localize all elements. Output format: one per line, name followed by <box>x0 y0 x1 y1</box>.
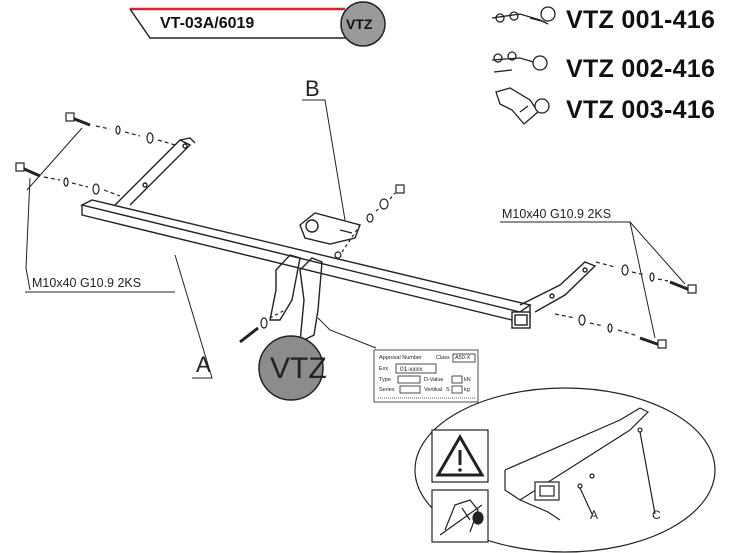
vtz-circle-label: VTZ <box>270 352 327 385</box>
header-tab <box>129 1 386 47</box>
plate-series: Series <box>379 387 395 393</box>
type-plate <box>317 317 479 403</box>
part-label-a: A <box>196 352 211 377</box>
variant-ref-3: VTZ 003-416 <box>566 96 716 124</box>
tow-ball-swan-neck-icon <box>495 87 550 125</box>
plate-vertical-unit: kg <box>464 387 470 393</box>
warning-sign-icon <box>431 429 489 483</box>
variant-ref-1: VTZ 001-416 <box>566 6 716 34</box>
bolts-right <box>500 221 697 349</box>
vtz-badge-icon <box>340 1 386 47</box>
plate-class: Class <box>436 355 450 361</box>
vtz-logo-icon <box>258 335 324 401</box>
plate-dvalue-unit: kN <box>464 377 471 383</box>
plate-approval: Approval Number <box>379 355 422 361</box>
lower-fastener <box>174 254 286 379</box>
plate-vertical: Vertikal <box>424 387 443 393</box>
bolts-left <box>15 112 176 293</box>
bolt-spec-right: M10x40 G10.9 2KS <box>502 207 612 221</box>
plate-exx-value: 01-xxxx <box>400 366 423 373</box>
plate-class-value: A50-X <box>455 355 471 361</box>
vtz-badge-label: VTZ <box>346 16 373 32</box>
tow-ball-bolted-icon <box>491 6 556 25</box>
detail-view <box>414 387 716 553</box>
plate-exx: Exx <box>379 366 389 372</box>
part-label-b: B <box>305 76 320 101</box>
detail-label-a: A <box>590 508 599 522</box>
plate-vertical-s: S <box>446 387 450 393</box>
cross-beam <box>79 137 597 344</box>
detail-label-c: C <box>652 508 661 522</box>
variant-ref-2: VTZ 002-416 <box>566 55 716 83</box>
read-manual-icon <box>431 489 489 543</box>
tow-ball-detachable-icon <box>491 51 548 73</box>
plate-dvalue: D-Value <box>424 377 444 383</box>
bolt-spec-left: M10x40 G10.9 2KS <box>32 276 142 290</box>
plate-type: Type <box>379 377 391 383</box>
document-code: VT-03A/6019 <box>160 15 255 32</box>
bracket-b-fasteners <box>302 99 405 259</box>
